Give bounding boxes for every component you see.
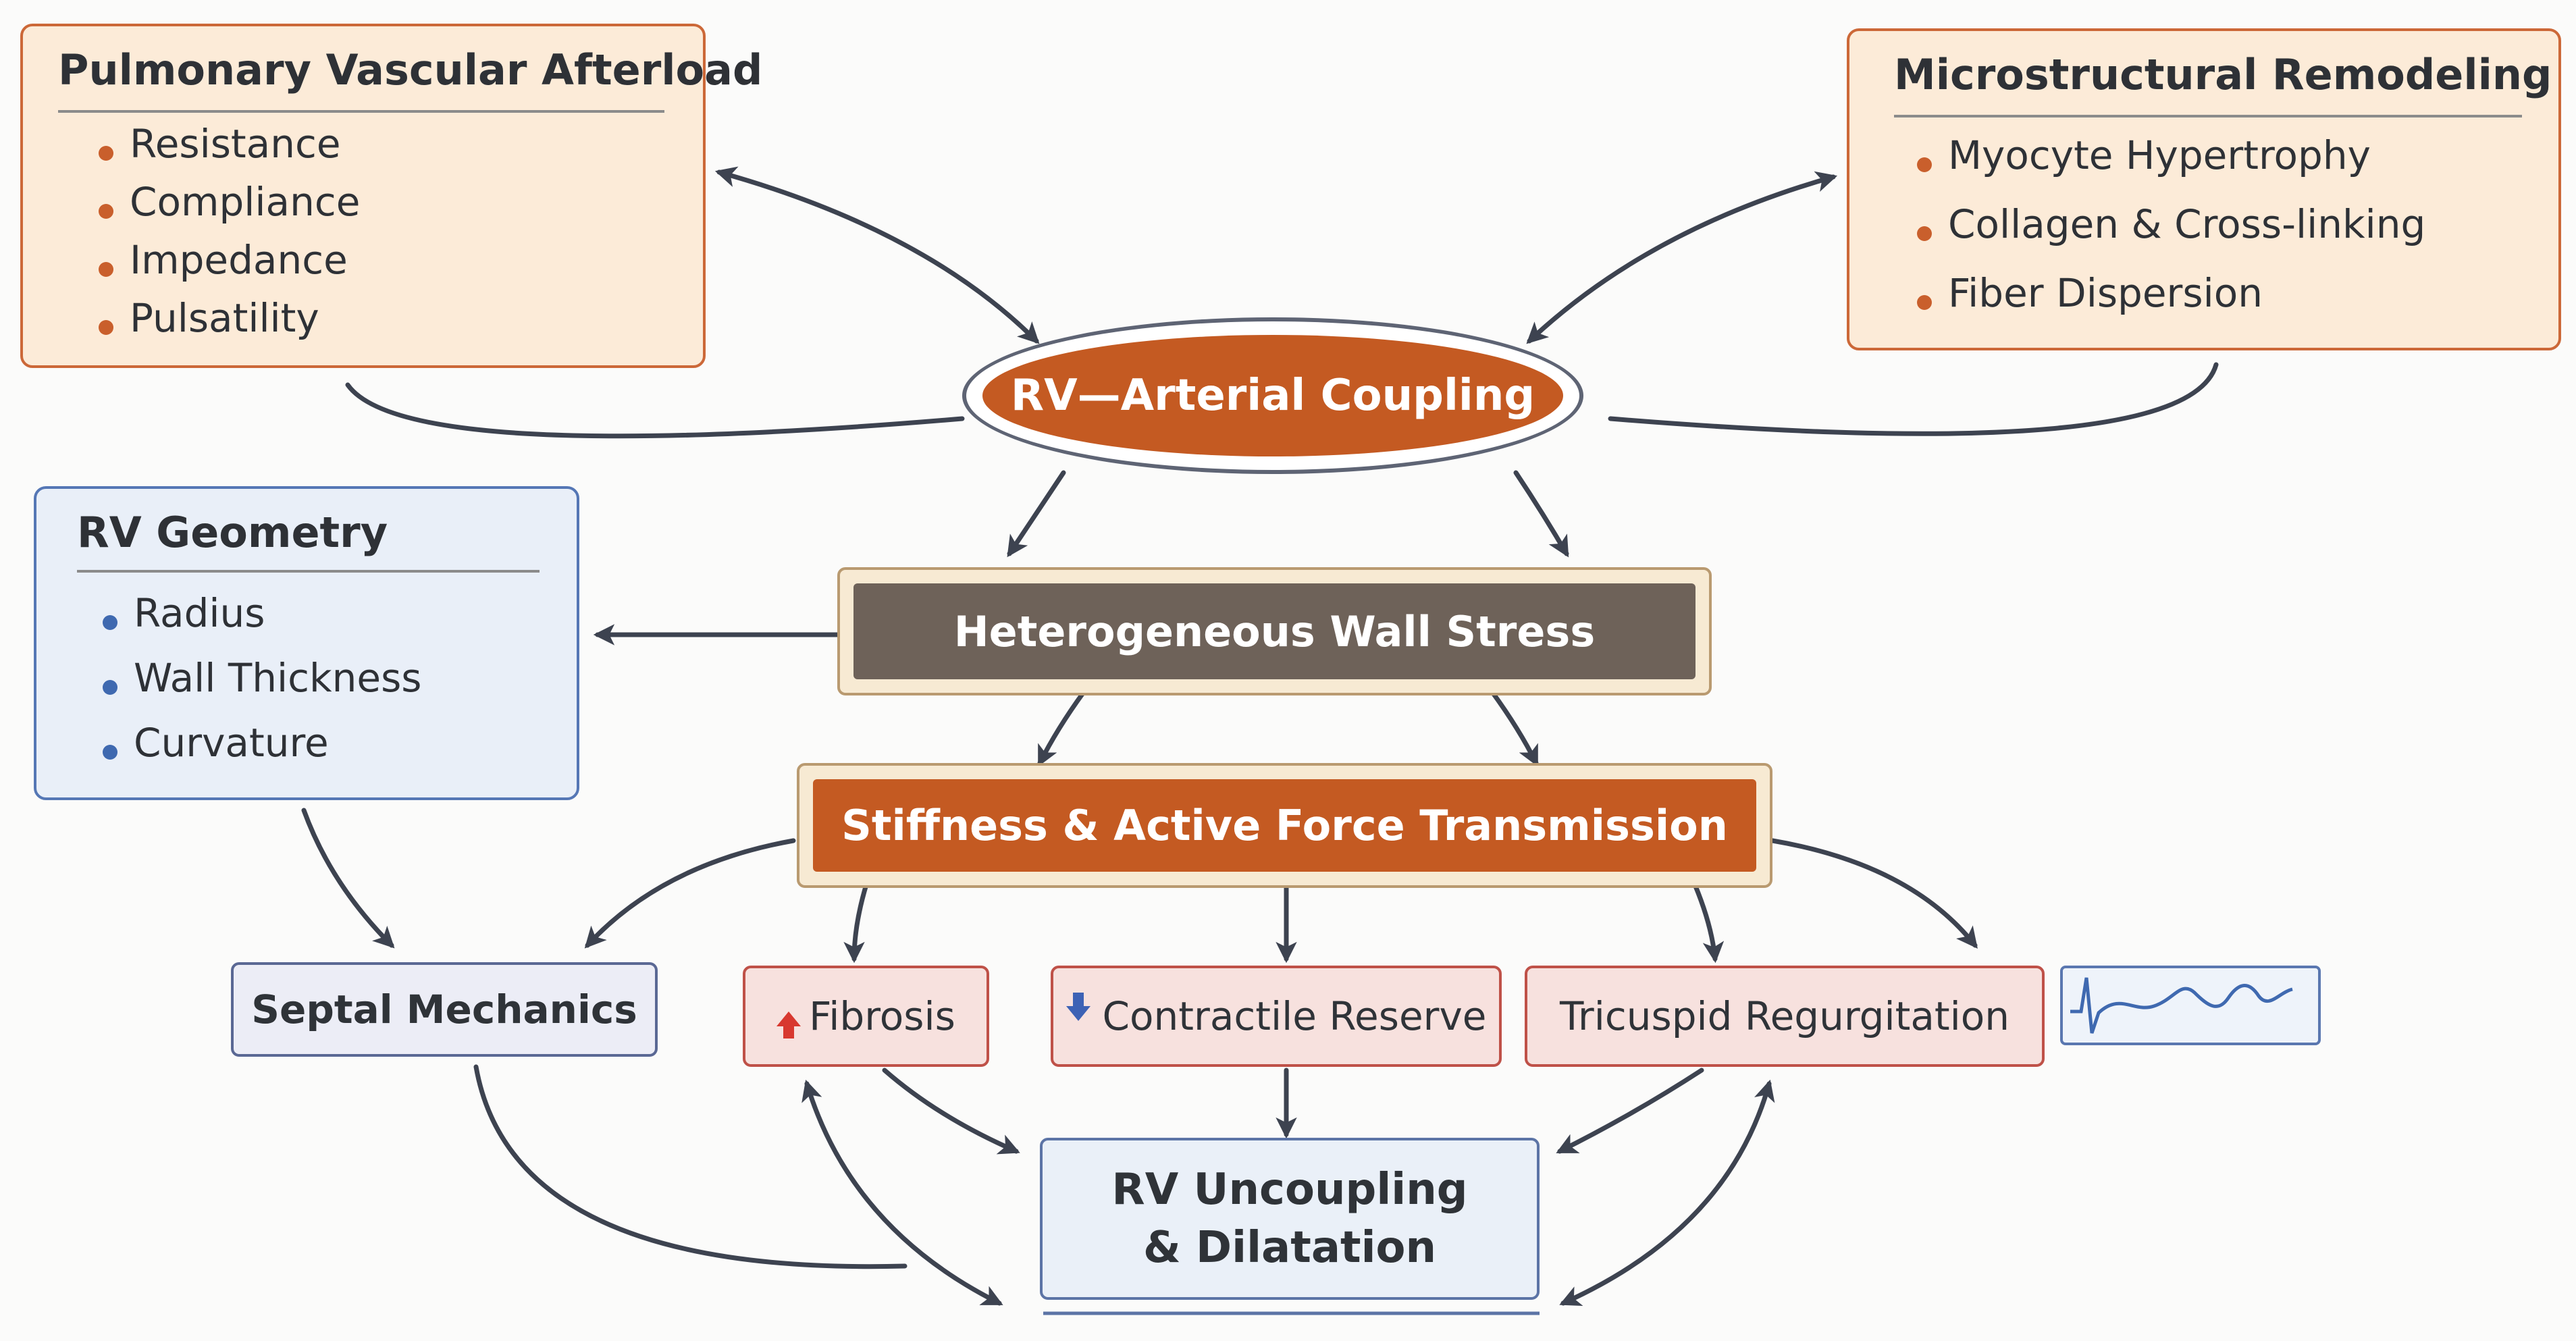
ecg-wave-box	[2060, 966, 2321, 1045]
arrow-coupling-wallstress-right	[1513, 470, 1569, 558]
remodeling-item: Collagen & Cross-linking	[1917, 201, 2426, 270]
fibrosis-node: Fibrosis	[743, 966, 989, 1067]
wall-stress-bar: Heterogeneous Wall Stress	[837, 567, 1712, 695]
arrow-remodeling-coupling	[1526, 171, 1838, 344]
bullet-icon	[99, 320, 113, 335]
arrow-coupling-wallstress-left	[1007, 470, 1066, 558]
afterload-item-label: Resistance	[130, 121, 341, 167]
afterload-item-label: Impedance	[130, 237, 348, 283]
afterload-item: Pulsatility	[99, 295, 360, 353]
arrow-feedback-fibrosis	[801, 1079, 1003, 1306]
uncoupling-node: RV Uncoupling & Dilatation	[1040, 1138, 1540, 1300]
contractile-node: Contractile Reserve	[1051, 966, 1502, 1067]
afterload-box: Pulmonary Vascular Afterload Resistance …	[20, 24, 762, 368]
bullet-icon	[103, 680, 117, 695]
arrow-geometry-septal	[301, 808, 395, 949]
bullet-icon	[1917, 226, 1932, 241]
bullet-icon	[1917, 295, 1932, 310]
arrow-afterload-coupling	[714, 166, 1040, 344]
arrow-wallstress-stiffness-right	[1490, 689, 1539, 767]
tricuspid-label: Tricuspid Regurgitation	[1559, 993, 2009, 1039]
arrow-stiffness-septal	[584, 838, 796, 949]
remodeling-item-label: Collagen & Cross-linking	[1948, 201, 2426, 247]
geometry-box: RV Geometry Radius Wall Thickness Curvat…	[34, 486, 579, 800]
bullet-icon	[99, 262, 113, 277]
geometry-item: Radius	[103, 590, 422, 655]
remodeling-item-label: Fiber Dispersion	[1948, 270, 2263, 316]
remodeling-title: Microstructural Remodeling	[1894, 50, 2552, 99]
curve-septal-uncoupling	[473, 1064, 908, 1269]
geometry-title: RV Geometry	[77, 508, 388, 557]
geometry-item-label: Curvature	[134, 720, 329, 766]
geometry-rule	[77, 570, 540, 573]
wall-stress-label: Heterogeneous Wall Stress	[853, 583, 1696, 679]
arrow-wallstress-stiffness-left	[1037, 689, 1086, 767]
remodeling-list: Myocyte Hypertrophy Collagen & Cross-lin…	[1917, 132, 2426, 339]
coupling-ellipse: RV—Arterial Coupling	[962, 317, 1583, 474]
stiffness-bar: Stiffness & Active Force Transmission	[797, 763, 1772, 888]
remodeling-item: Fiber Dispersion	[1917, 270, 2425, 339]
afterload-list: Resistance Compliance Impedance Pulsatil…	[99, 121, 361, 353]
septal-label: Septal Mechanics	[251, 987, 637, 1032]
curve-remodeling-coupling	[1608, 362, 2219, 436]
afterload-item: Impedance	[99, 237, 360, 295]
afterload-item-label: Compliance	[130, 179, 361, 225]
bullet-icon	[103, 615, 117, 630]
stiffness-label: Stiffness & Active Force Transmission	[813, 779, 1756, 872]
geometry-item-label: Wall Thickness	[134, 655, 422, 701]
curve-afterload-coupling	[345, 382, 965, 439]
afterload-rule	[58, 110, 664, 113]
geometry-item: Curvature	[103, 720, 422, 785]
arrow-fibrosis-uncoupling	[882, 1068, 1020, 1155]
arrow-feedback-tricuspid	[1559, 1079, 1775, 1307]
down-arrow-icon	[1066, 993, 1090, 1021]
afterload-title: Pulmonary Vascular Afterload	[58, 45, 763, 95]
bullet-icon	[99, 146, 113, 161]
bullet-icon	[103, 745, 117, 760]
up-arrow-icon	[777, 1011, 801, 1038]
arrow-stiffness-fibrosis	[843, 882, 869, 964]
uncoupling-line1: RV Uncoupling	[1111, 1165, 1468, 1215]
remodeling-box: Microstructural Remodeling Myocyte Hyper…	[1847, 28, 2561, 350]
geometry-item: Wall Thickness	[103, 655, 422, 720]
bullet-icon	[1917, 157, 1932, 172]
afterload-item: Compliance	[99, 179, 361, 237]
afterload-item: Resistance	[99, 121, 360, 179]
bullet-icon	[99, 204, 113, 219]
uncoupling-line2: & Dilatation	[1142, 1223, 1437, 1273]
remodeling-item-label: Myocyte Hypertrophy	[1948, 132, 2371, 178]
geometry-item-label: Radius	[134, 590, 265, 636]
septal-node: Septal Mechanics	[231, 962, 658, 1057]
fibrosis-label: Fibrosis	[809, 993, 955, 1039]
arrow-stiffness-tricuspid	[1692, 882, 1725, 964]
coupling-label: RV—Arterial Coupling	[982, 335, 1563, 456]
remodeling-rule	[1894, 115, 2522, 117]
remodeling-item: Myocyte Hypertrophy	[1917, 132, 2425, 201]
tricuspid-node: Tricuspid Regurgitation	[1525, 966, 2045, 1067]
arrow-stiffness-wave	[1770, 838, 1978, 949]
geometry-list: Radius Wall Thickness Curvature	[103, 590, 422, 785]
afterload-item-label: Pulsatility	[130, 295, 319, 341]
contractile-label: Contractile Reserve	[1102, 993, 1487, 1039]
arrow-tricuspid-uncoupling	[1556, 1068, 1704, 1154]
